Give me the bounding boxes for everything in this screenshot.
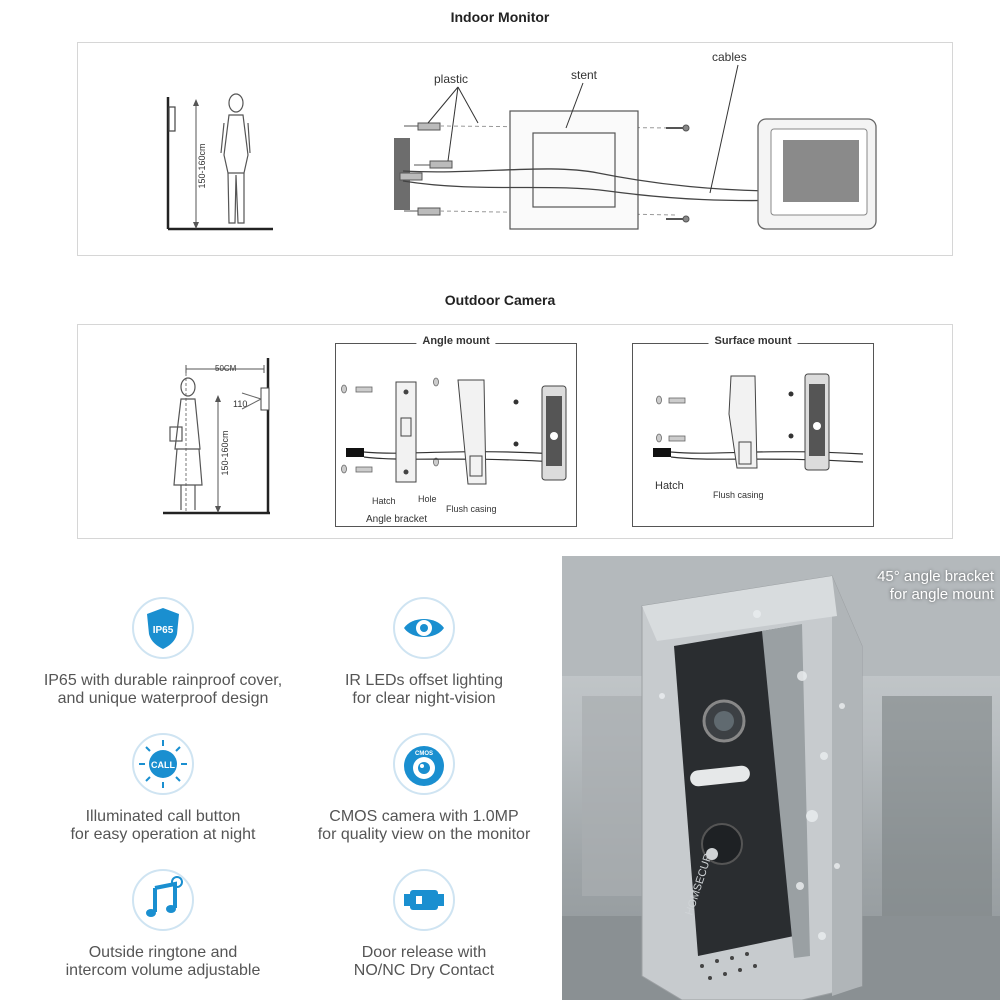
call-button-icon: CALL (131, 732, 195, 796)
product-photo: HOMSECUR 45° angle bracket for angle mou… (562, 556, 1000, 1000)
angle-hatch-label: Hatch (372, 496, 396, 506)
indoor-diagram-drawing: 150-160cm plastic stent (166, 50, 877, 231)
feature-door-line1: Door release with (361, 944, 487, 961)
photo-caption-line2: for angle mount (889, 586, 994, 603)
angle-hole-label: Hole (418, 494, 437, 504)
doorbell-camera-image: HOMSECUR (562, 556, 1000, 1000)
cables-label: cables (712, 50, 747, 64)
angle-mount-title: Angle mount (416, 335, 496, 347)
indoor-monitor-diagram: 150-160cm plastic stent (77, 42, 953, 256)
ip65-shield-icon: IP65 (131, 596, 195, 660)
stent-label: stent (571, 68, 598, 82)
feature-call-line2: for easy operation at night (70, 826, 256, 843)
cmos-lens-icon: CMOS (392, 732, 456, 796)
indoor-monitor-title: Indoor Monitor (450, 9, 550, 25)
feature-ip65-line2: and unique waterproof design (57, 690, 269, 707)
photo-caption-line1: 45° angle bracket (877, 568, 994, 585)
feature-call-button: CALL Illuminated call button for easy op… (28, 732, 298, 844)
music-note-icon (131, 868, 195, 932)
surface-mount-frame: Surface mount Hatch Flush casing (632, 335, 874, 527)
plastic-label: plastic (434, 72, 468, 86)
surface-hatch-label: Hatch (655, 480, 684, 492)
angle-bracket-label: Angle bracket (366, 514, 427, 525)
call-badge-text: CALL (151, 760, 175, 770)
eye-icon (392, 596, 456, 660)
angle-mount-frame: Angle mount Hatch Hole (335, 335, 577, 527)
photo-caption: 45° angle bracket for angle mount (877, 568, 994, 604)
outdoor-height-label: 150-160cm (220, 430, 230, 475)
surface-flush-label: Flush casing (713, 490, 764, 500)
angle-label: 110 (233, 399, 247, 409)
feature-ip65: IP65 IP65 with durable rainproof cover, … (28, 596, 298, 708)
outdoor-camera-diagram: 50CM 110 150-160cm Angle mount (77, 324, 953, 539)
feature-door-line2: NO/NC Dry Contact (353, 962, 495, 979)
feature-cmos: CMOS CMOS camera with 1.0MP for quality … (289, 732, 559, 844)
outdoor-person-drawing: 50CM 110 150-160cm (163, 358, 270, 515)
angle-mount-drawing: Hatch Hole Flush casing Angle bracket (341, 377, 567, 525)
person-figure (220, 93, 251, 224)
ip65-badge-text: IP65 (153, 625, 174, 636)
feature-ringtone: Outside ringtone and intercom volume adj… (28, 868, 298, 980)
door-lock-icon (392, 868, 456, 932)
feature-ir-leds: IR LEDs offset lighting for clear night-… (289, 596, 559, 708)
indoor-monitor-device (757, 118, 877, 230)
feature-cmos-line2: for quality view on the monitor (317, 826, 531, 843)
cmos-badge-text: CMOS (415, 751, 433, 757)
feature-ip65-line1: IP65 with durable rainproof cover, (43, 672, 283, 689)
feature-cmos-line1: CMOS camera with 1.0MP (329, 808, 519, 825)
feature-ringtone-line1: Outside ringtone and (88, 944, 238, 961)
distance-label: 50CM (215, 364, 237, 373)
feature-ringtone-line2: intercom volume adjustable (65, 962, 261, 979)
feature-call-line1: Illuminated call button (85, 808, 241, 825)
feature-door-release: Door release with NO/NC Dry Contact (289, 868, 559, 980)
indoor-height-label: 150-160cm (197, 143, 207, 188)
feature-ir-line1: IR LEDs offset lighting (344, 672, 503, 689)
surface-mount-drawing: Hatch Flush casing (653, 373, 864, 500)
woman-figure (169, 377, 203, 510)
angle-flush-label: Flush casing (446, 504, 497, 514)
outdoor-camera-title: Outdoor Camera (444, 292, 556, 308)
feature-ir-line2: for clear night-vision (352, 690, 496, 707)
surface-mount-title: Surface mount (708, 335, 798, 347)
